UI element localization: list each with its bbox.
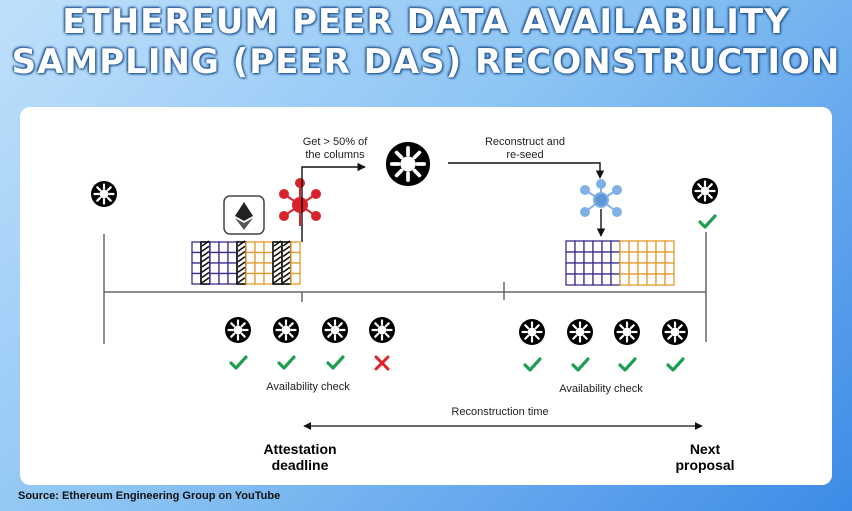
left-check-icon xyxy=(326,355,345,370)
right-validator-node-icon xyxy=(517,317,547,347)
availability-check-right-label: Availability check xyxy=(559,383,643,395)
reconstruct-line-1: Reconstruct and xyxy=(484,136,566,148)
left-validator-node-icon xyxy=(320,315,350,345)
left-validator-group xyxy=(223,315,397,371)
proposer-node-icon xyxy=(89,179,119,209)
left-check-icon xyxy=(229,355,248,370)
get-columns-line-1: Get > 50% of xyxy=(302,136,368,148)
source-caption: Source: Ethereum Engineering Group on Yo… xyxy=(18,490,281,502)
supernode-red-icon xyxy=(279,178,321,226)
left-check-icon xyxy=(277,355,296,370)
reconstruct-label: Reconstruct and re-seed xyxy=(470,136,580,162)
ethereum-logo-icon xyxy=(223,195,265,235)
title-line-1: ETHEREUM PEER DATA AVAILABILITY xyxy=(62,2,790,42)
title-line-2: SAMPLING (PEER DAS) RECONSTRUCTION xyxy=(11,42,841,82)
reconstruction-time-label: Reconstruction time xyxy=(451,406,549,418)
next-proposal-label: Next proposal xyxy=(650,441,760,473)
left-fail-icon xyxy=(374,355,390,371)
availability-check-left-label: Availability check xyxy=(266,381,350,393)
next-proposer-check-icon xyxy=(698,214,717,229)
right-validator-node-icon xyxy=(612,317,642,347)
right-validator-group xyxy=(517,317,690,372)
get-columns-line-2: the columns xyxy=(305,149,365,161)
left-validator-node-icon xyxy=(367,315,397,345)
right-validator-node-icon xyxy=(660,317,690,347)
fetch-columns-arrow xyxy=(301,162,366,242)
reconstructor-node-icon xyxy=(384,140,432,188)
right-check-icon xyxy=(571,357,590,372)
next-proposer-node-icon xyxy=(690,176,720,206)
attestation-line-2: deadline xyxy=(271,457,329,473)
supernode-blue-icon xyxy=(580,179,622,217)
reconstruct-line-2: re-seed xyxy=(506,149,544,161)
get-columns-label: Get > 50% of the columns xyxy=(290,136,380,162)
right-check-icon xyxy=(523,357,542,372)
reseed-arrow-top xyxy=(448,162,605,179)
right-check-icon xyxy=(666,357,685,372)
blob-grid-right xyxy=(565,240,675,286)
left-validator-node-icon xyxy=(271,315,301,345)
left-validator-node-icon xyxy=(223,315,253,345)
next-proposal-line-2: proposal xyxy=(675,457,735,473)
blob-grid-left xyxy=(191,240,301,285)
right-validator-node-icon xyxy=(565,317,595,347)
next-proposal-line-1: Next xyxy=(689,441,721,457)
attestation-deadline-label: Attestation deadline xyxy=(240,441,360,473)
attestation-line-1: Attestation xyxy=(263,441,337,457)
right-check-icon xyxy=(618,357,637,372)
